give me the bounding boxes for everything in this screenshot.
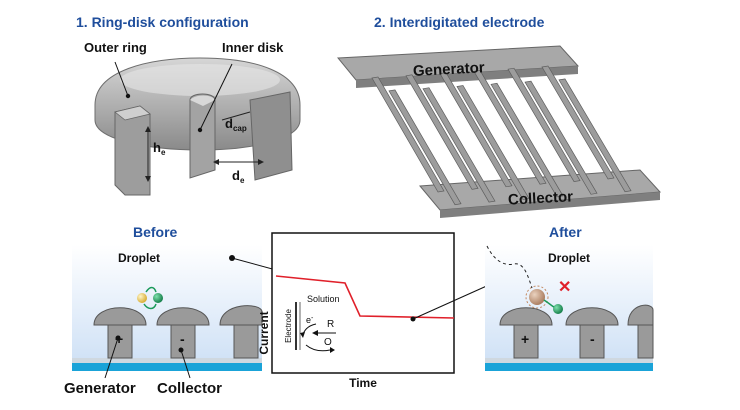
electrode-finger [456,85,530,200]
before-electrode-minus [156,307,210,359]
ring-disk-illustration [94,57,301,196]
green-particle [153,293,163,303]
graph-frame [271,232,455,374]
blocked-cross-icon: ✕ [558,279,571,296]
r-label: R [327,319,334,330]
generator-label: Generator [64,380,136,397]
before-plus-sign: + [115,331,123,347]
after-electrode-minus [565,307,619,359]
interdigitated-title: 2. Interdigitated electrode [374,14,545,30]
electrode-finger [439,72,513,188]
before-minus-sign: - [180,331,185,347]
electrode-finger [524,80,598,195]
electron-label: e- [306,315,314,325]
dcap-symbol: dcap [225,116,247,133]
electrode-finger [371,76,445,193]
after-droplet-label: Droplet [548,251,590,265]
inner-disk-label: Inner disk [222,40,284,55]
before-panel [72,245,299,379]
after-plus-sign: + [521,331,529,347]
current-trace [275,275,455,319]
after-electrode-partial [627,304,654,359]
interdigitated-illustration [336,45,662,218]
before-electrode-partial [219,305,263,359]
after-panel [485,245,654,371]
de-symbol: de [232,168,245,185]
after-title: After [549,224,582,240]
inner-disk-pillar [189,93,216,179]
ring-disk-title: 1. Ring-disk configuration [76,14,249,30]
generator-bar-label: Generator [413,59,486,80]
current-time-graph [271,232,501,374]
before-electrode-plus [93,307,147,359]
particle-path [486,245,533,289]
o-label: O [324,337,332,348]
electrode-finger [490,82,564,198]
electrode-finger [422,87,496,203]
yellow-particle [137,293,147,303]
green-particle-after [553,304,563,314]
electrode-finger [473,70,547,185]
electrode-finger [541,65,615,180]
after-minus-sign: - [590,331,595,347]
outer-ring-right-wall [249,91,293,181]
electrode-finger [558,78,632,193]
solution-label: Solution [307,294,340,304]
before-droplet-label: Droplet [118,251,160,265]
collector-label: Collector [157,380,222,397]
electrode-finger [388,89,462,206]
graph-y-label: Current [257,311,271,354]
adsorbed-particle [529,289,545,305]
collector-bar-label: Collector [508,188,574,208]
after-electrode-plus [499,307,553,359]
outer-ring-label: Outer ring [84,40,147,55]
height-symbol: he [153,140,166,157]
before-title: Before [133,224,178,240]
graph-x-label: Time [349,376,377,390]
electrode-fingers [371,65,632,206]
electrode-finger [405,74,479,190]
outer-ring-left-wall [114,105,151,196]
electrode-label: Electrode [284,309,293,343]
electrode-finger [507,67,581,182]
